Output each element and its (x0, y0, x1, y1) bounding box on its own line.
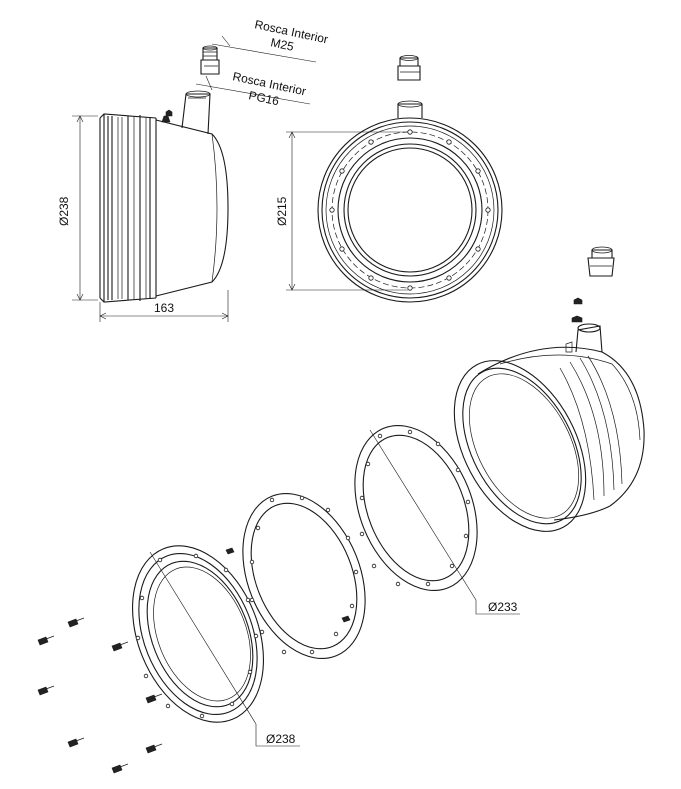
label-dia-238-side: Ø238 (57, 196, 71, 226)
housing-body (453, 246, 645, 532)
label-length-163: 163 (154, 301, 174, 315)
gasket-holes (359, 429, 471, 587)
front-view-bolt-holes (329, 129, 491, 291)
label-thread-pg16-line2: PG16 (247, 88, 280, 108)
label-dia-233: Ø233 (488, 600, 518, 614)
side-view: Rosca Interior M25 Rosca Interior PG16 Ø… (57, 17, 329, 322)
label-dia-215: Ø215 (275, 196, 289, 226)
label-thread-m25-line2: M25 (269, 35, 295, 54)
flange-plate-holes (249, 495, 359, 655)
front-ring-holes (135, 553, 259, 719)
screws (37, 617, 163, 774)
gasket-ring: Ø233 (354, 424, 520, 615)
label-dia-238-ring: Ø238 (266, 732, 296, 746)
front-view: Ø215 (275, 55, 503, 303)
flange-plate (225, 492, 366, 660)
front-ring: Ø238 (132, 545, 300, 747)
